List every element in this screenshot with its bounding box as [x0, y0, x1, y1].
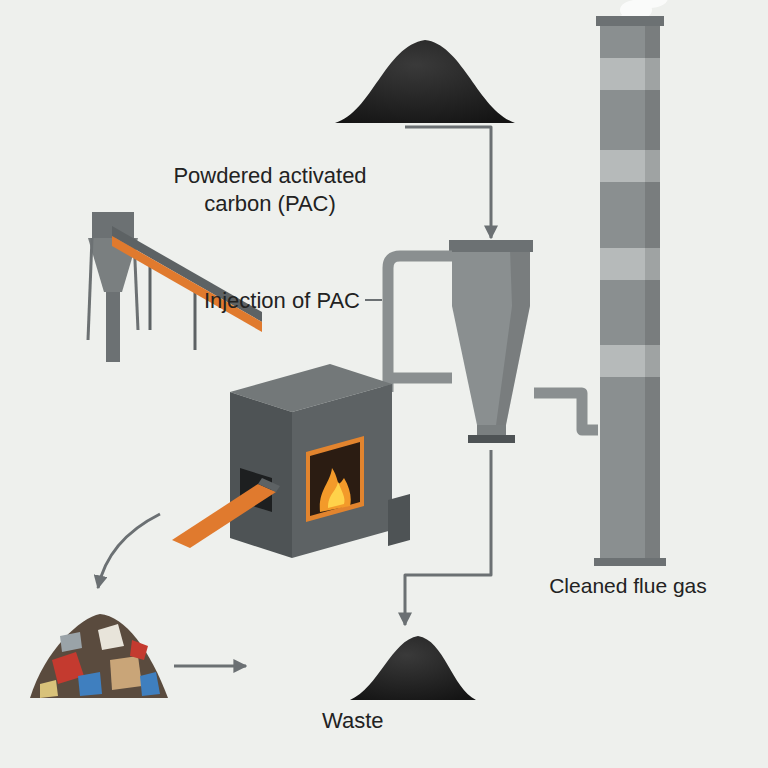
flue-pipe	[388, 256, 452, 392]
node-label: Waste	[322, 707, 470, 735]
node-label: Cleaned flue gas	[528, 573, 728, 599]
chimney-stack	[594, 16, 666, 566]
waste-node: Waste	[320, 625, 470, 735]
injection-node: Injection of PAC	[448, 238, 534, 450]
incinerator	[172, 364, 410, 558]
leader-line	[365, 299, 382, 301]
flow-arrow	[98, 514, 160, 588]
carbon-pile	[335, 40, 515, 123]
flow-arrow	[405, 450, 491, 625]
duct-connector	[534, 393, 598, 430]
flow-arrow	[405, 127, 491, 238]
stack-node: Cleaned flue gas	[598, 20, 662, 599]
cyclone-separator	[449, 240, 533, 443]
node-label: Powdered activated carbon (PAC)	[155, 162, 385, 217]
node-label: Injection of PAC	[160, 287, 360, 315]
waste-pile	[350, 636, 476, 700]
pac-node: Powdered activated carbon (PAC)	[135, 110, 405, 217]
flow-arrow	[174, 665, 246, 668]
mixed-waste-pile	[30, 614, 168, 698]
